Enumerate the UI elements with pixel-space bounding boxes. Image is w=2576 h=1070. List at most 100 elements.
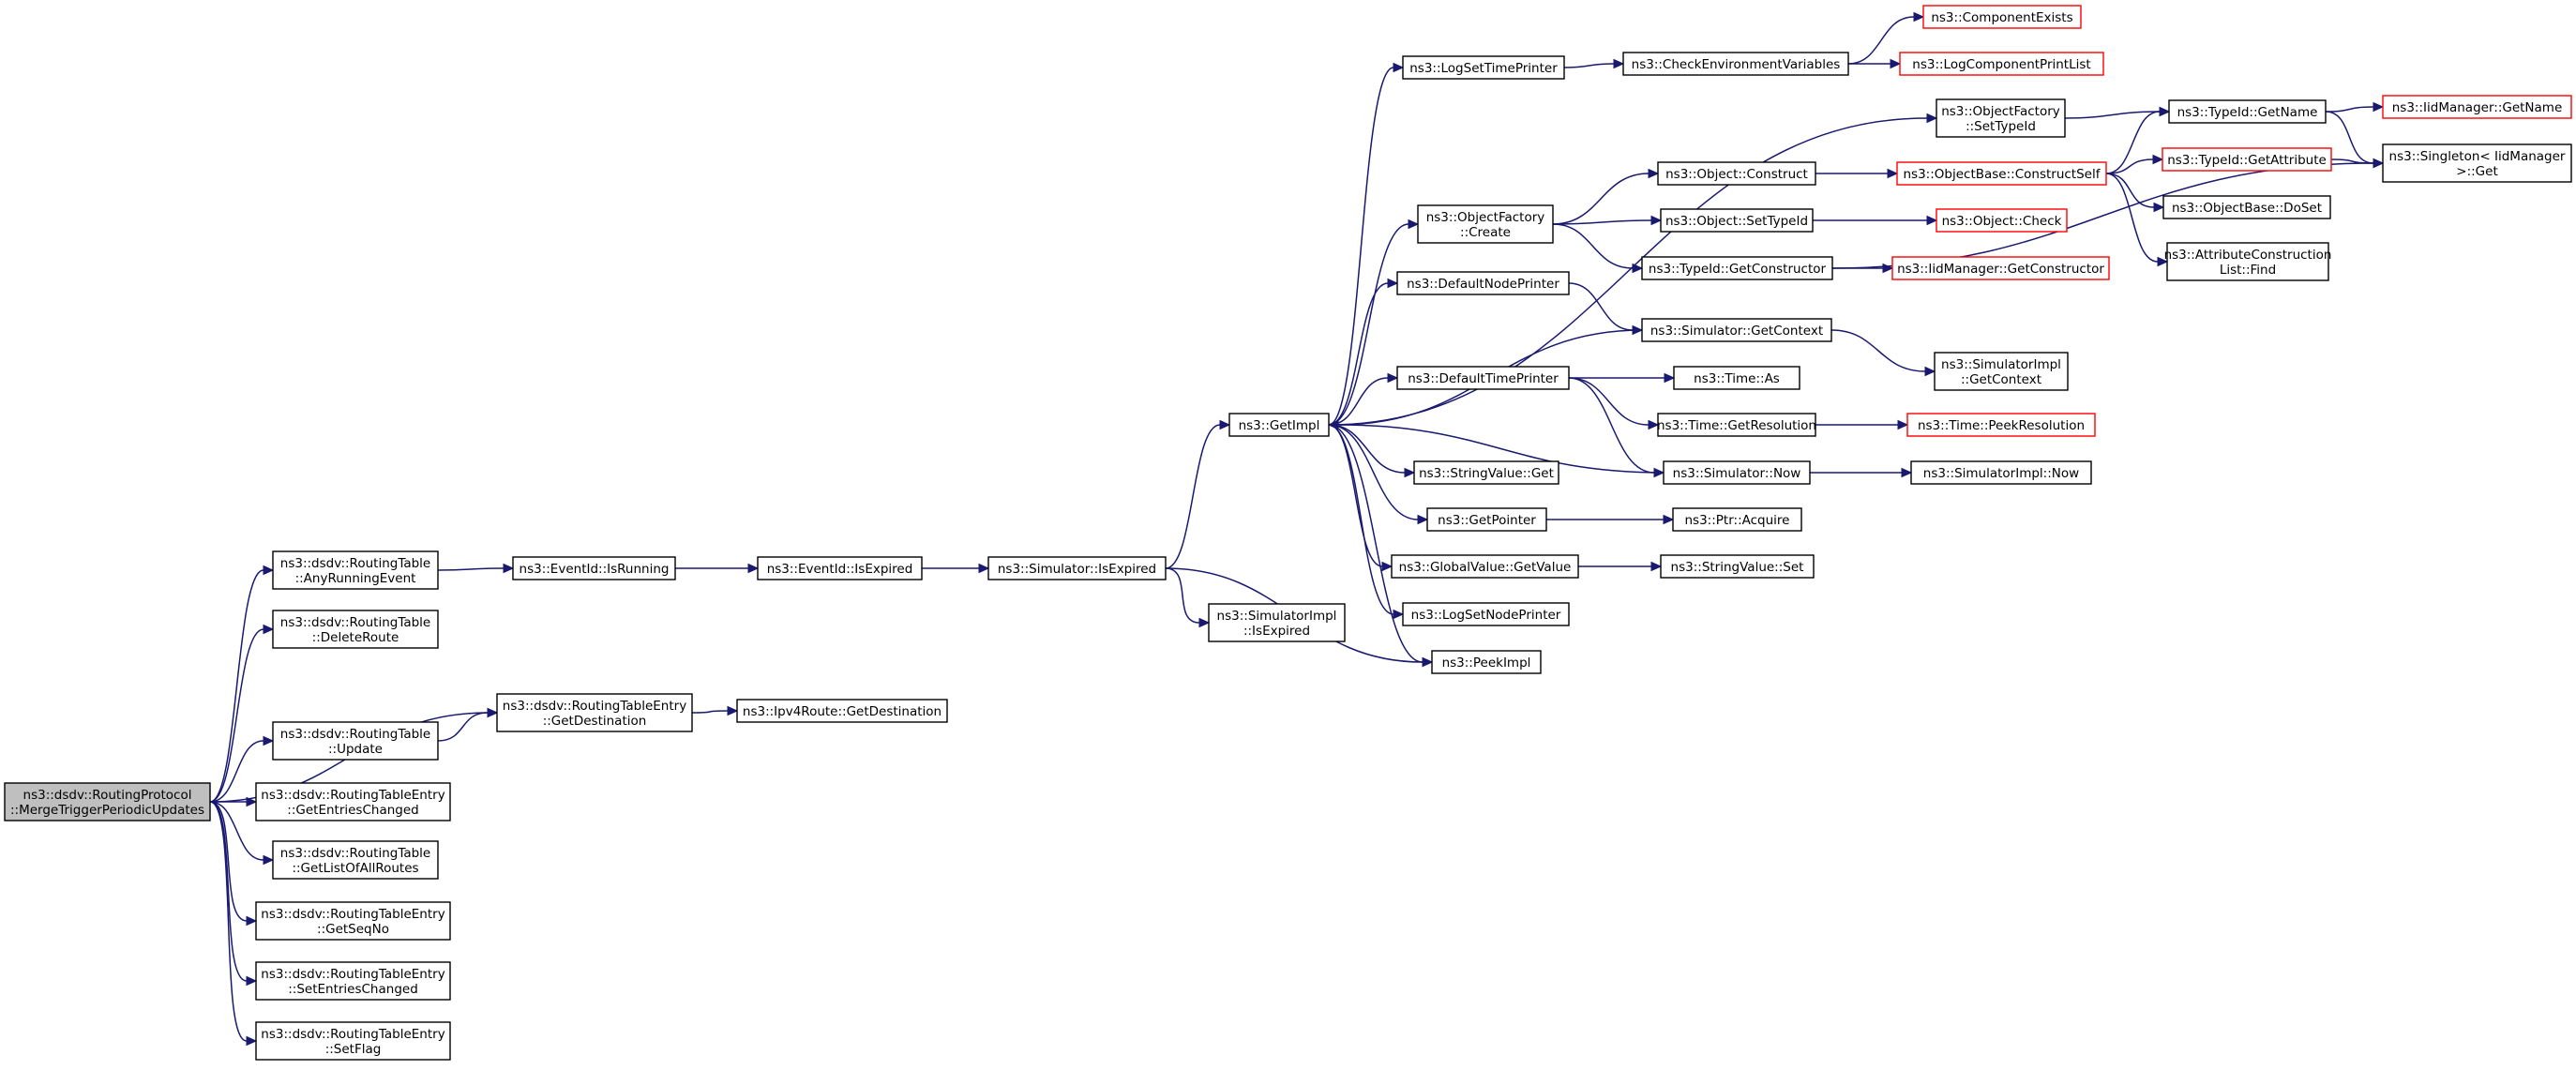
node-label: ns3::Time::PeekResolution	[1918, 418, 2085, 433]
node-box	[1660, 554, 1815, 579]
call-edge-root-to-setFlag	[209, 801, 258, 1047]
node-label: ns3::Ptr::Acquire	[1685, 513, 1790, 528]
call-edge-simIsExpired-to-simImplIsExpired	[1165, 567, 1211, 628]
node-rtUpdate[interactable]: ns3::dsdv::RoutingTable::Update	[272, 721, 439, 761]
node-setFlag[interactable]: ns3::dsdv::RoutingTableEntry::SetFlag	[255, 1021, 451, 1061]
node-eventIsRunning[interactable]: ns3::EventId::IsRunning	[512, 556, 676, 580]
node-label: ns3::Object::Check	[1942, 214, 2062, 229]
node-box	[1657, 161, 1816, 186]
call-edge-objSetTypeId-to-objCheck	[1813, 215, 1938, 226]
node-box	[1208, 603, 1346, 642]
arrowhead-icon	[1926, 113, 1938, 124]
node-strValGet[interactable]: ns3::StringValue::Get	[1413, 460, 1559, 485]
node-label: ns3::IidManager::GetConstructor	[1897, 262, 2104, 277]
node-rteGetDest[interactable]: ns3::dsdv::RoutingTableEntry::GetDestina…	[496, 693, 693, 732]
edge-line	[2325, 111, 2374, 164]
node-label: ns3::dsdv::RoutingTableEntry	[503, 699, 686, 714]
call-edge-ofCreate-to-objSetTypeId	[1552, 215, 1663, 226]
node-simNow[interactable]: ns3::Simulator::Now	[1663, 460, 1811, 485]
call-edge-eventIsRunning-to-eventIsExpired	[675, 563, 760, 574]
node-box	[272, 840, 439, 880]
node-compExists[interactable]: ns3::ComponentExists	[1922, 5, 2082, 29]
node-box	[2382, 143, 2572, 183]
node-logCompPrint[interactable]: ns3::LogComponentPrintList	[1899, 52, 2104, 76]
node-simGetContext[interactable]: ns3::Simulator::GetContext	[1641, 318, 1832, 342]
arrowhead-icon	[1632, 263, 1644, 274]
node-label: List::Find	[2220, 263, 2276, 278]
node-simImplGetContext[interactable]: ns3::SimulatorImpl::GetContext	[1934, 352, 2069, 391]
node-getEntriesChanged[interactable]: ns3::dsdv::RoutingTableEntry::GetEntries…	[255, 782, 451, 821]
call-edge-simNow-to-getImpl	[1327, 419, 1665, 474]
node-simImplNow[interactable]: ns3::SimulatorImpl::Now	[1910, 460, 2092, 485]
node-box	[1396, 366, 1570, 390]
edge-line	[2330, 158, 2374, 164]
node-obConstructSelf[interactable]: ns3::ObjectBase::ConstructSelf	[1896, 161, 2107, 186]
node-ipv4GetDest[interactable]: ns3::Ipv4Route::GetDestination	[736, 699, 948, 723]
node-box	[255, 1021, 451, 1061]
node-getListAll[interactable]: ns3::dsdv::RoutingTable::GetListOfAllRou…	[272, 840, 439, 880]
node-simImplIsExpired[interactable]: ns3::SimulatorImpl::IsExpired	[1208, 603, 1346, 642]
node-label: ::MergeTriggerPeriodicUpdates	[10, 803, 204, 818]
node-typeGetAttr[interactable]: ns3::TypeId::GetAttribute	[2162, 147, 2332, 172]
edge-line	[2105, 111, 2161, 174]
node-getSeqNo[interactable]: ns3::dsdv::RoutingTableEntry::GetSeqNo	[255, 901, 451, 941]
node-label: ns3::Simulator::IsExpired	[998, 562, 1156, 577]
node-ofCreate[interactable]: ns3::ObjectFactory::Create	[1417, 204, 1554, 244]
node-simIsExpired[interactable]: ns3::Simulator::IsExpired	[987, 556, 1167, 580]
edge-line	[1847, 16, 1915, 65]
node-defTimePrinter[interactable]: ns3::DefaultTimePrinter	[1396, 366, 1570, 390]
arrowhead-icon	[1404, 467, 1416, 478]
call-edge-ofCreate-to-typeGetCtor	[1552, 223, 1644, 274]
node-singletonGet[interactable]: ns3::Singleton< IidManager>::Get	[2382, 143, 2572, 183]
arrowhead-icon	[1664, 372, 1676, 384]
node-objSetTypeId[interactable]: ns3::Object::SetTypeId	[1660, 208, 1814, 233]
call-edge-typeGetName-to-iidGetName	[2325, 101, 2385, 113]
call-edge-obConstructSelf-to-typeGetName	[2105, 106, 2171, 174]
node-objCheck[interactable]: ns3::Object::Check	[1936, 208, 2068, 233]
node-box	[272, 610, 439, 649]
call-edge-simNow-to-simImplNow	[1810, 467, 1913, 478]
node-label: ::IsExpired	[1243, 624, 1310, 639]
node-typeGetCtor[interactable]: ns3::TypeId::GetConstructor	[1641, 256, 1833, 280]
node-box	[1672, 507, 1802, 532]
node-getPointer[interactable]: ns3::GetPointer	[1426, 507, 1547, 532]
node-gvGetValue[interactable]: ns3::GlobalValue::GetValue	[1391, 554, 1579, 579]
node-iidGetCtor[interactable]: ns3::IidManager::GetConstructor	[1891, 256, 2110, 280]
call-edge-eventIsExpired-to-simIsExpired	[922, 563, 990, 574]
node-eventIsExpired[interactable]: ns3::EventId::IsExpired	[757, 556, 923, 580]
node-strValSet[interactable]: ns3::StringValue::Set	[1660, 554, 1815, 579]
node-timeAs[interactable]: ns3::Time::As	[1673, 366, 1800, 390]
node-box	[1413, 460, 1559, 485]
node-box	[1657, 413, 1816, 437]
node-obDoSet[interactable]: ns3::ObjectBase::DoSet	[2162, 195, 2331, 219]
node-setEntriesChanged[interactable]: ns3::dsdv::RoutingTableEntry::SetEntries…	[255, 961, 451, 1001]
arrowhead-icon	[1897, 419, 1909, 430]
node-delroute[interactable]: ns3::dsdv::RoutingTable::DeleteRoute	[272, 610, 439, 649]
node-logSetNodePrinter[interactable]: ns3::LogSetNodePrinter	[1402, 602, 1570, 626]
edge-line	[209, 801, 264, 861]
arrowhead-icon	[263, 735, 275, 746]
node-label: ::GetDestination	[543, 714, 647, 729]
node-label: ns3::AttributeConstruction	[2164, 248, 2332, 263]
node-box	[1426, 507, 1547, 532]
node-timePeekRes[interactable]: ns3::Time::PeekResolution	[1906, 413, 2096, 437]
node-timeGetRes[interactable]: ns3::Time::GetResolution	[1657, 413, 1816, 437]
node-logSetTimePrinter[interactable]: ns3::LogSetTimePrinter	[1402, 55, 1565, 80]
arrowhead-icon	[246, 915, 258, 927]
node-objConstruct[interactable]: ns3::Object::Construct	[1657, 161, 1816, 186]
node-anyrun[interactable]: ns3::dsdv::RoutingTable::AnyRunningEvent	[272, 550, 439, 590]
node-box	[736, 699, 948, 723]
node-typeGetName[interactable]: ns3::TypeId::GetName	[2168, 99, 2327, 124]
node-iidGetName[interactable]: ns3::IidManager::GetName	[2382, 95, 2572, 119]
node-defNodePrinter[interactable]: ns3::DefaultNodePrinter	[1396, 271, 1570, 295]
node-label: ns3::LogSetTimePrinter	[1409, 61, 1558, 76]
node-ofSetTypeId[interactable]: ns3::ObjectFactory::SetTypeId	[1936, 98, 2066, 138]
node-peekImpl[interactable]: ns3::PeekImpl	[1431, 650, 1542, 674]
node-checkEnv[interactable]: ns3::CheckEnvironmentVariables	[1622, 52, 1849, 76]
node-getImpl[interactable]: ns3::GetImpl	[1228, 413, 1330, 437]
node-ptrAcquire[interactable]: ns3::Ptr::Acquire	[1672, 507, 1802, 532]
node-box	[1641, 256, 1833, 280]
call-edge-defTimePrinter-to-simNow	[1568, 377, 1665, 478]
